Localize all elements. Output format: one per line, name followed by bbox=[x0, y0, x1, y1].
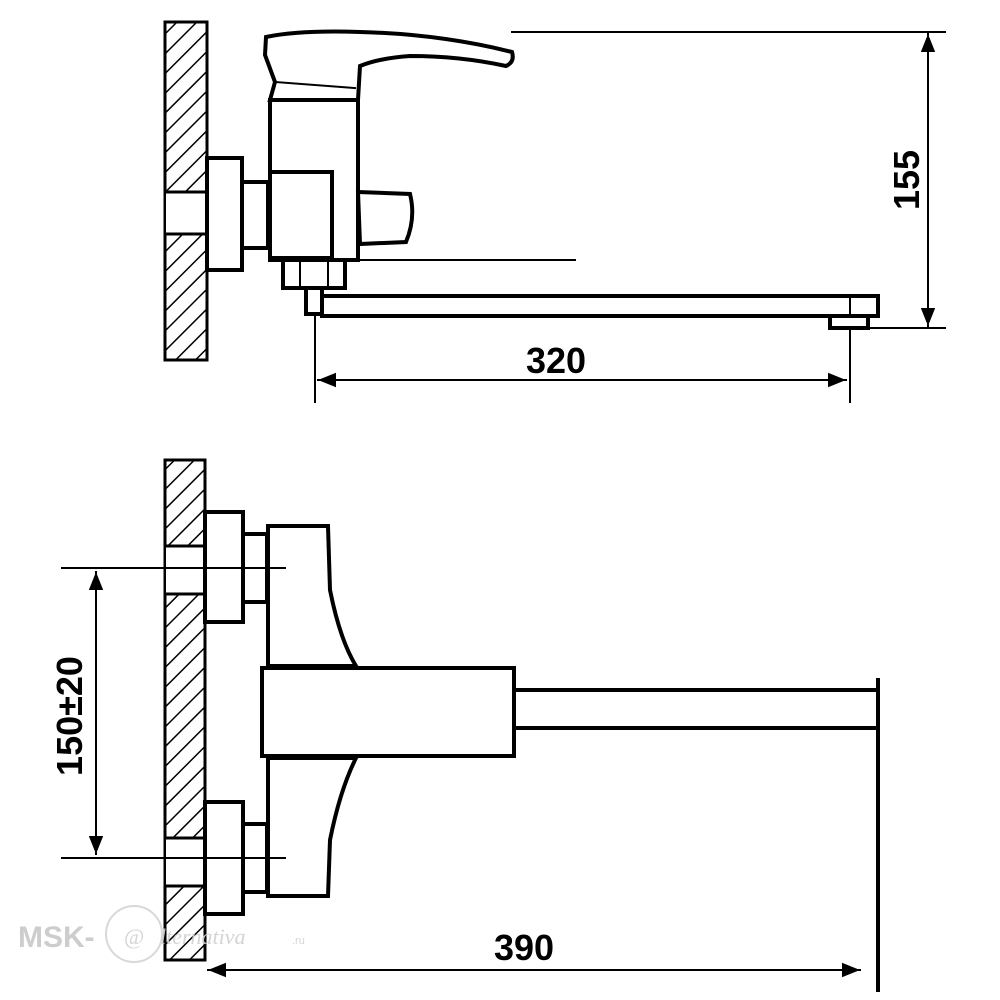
spout-side bbox=[304, 286, 880, 330]
wall-section-top bbox=[163, 20, 209, 362]
spout-height-label: 155 bbox=[886, 150, 927, 210]
lever-handle-side bbox=[262, 29, 515, 102]
inlet-spacing-dimension: 150±20 bbox=[49, 567, 271, 859]
plan-view: 150±20 390 bbox=[49, 458, 880, 992]
spout-reach-dimension: 320 bbox=[314, 313, 851, 403]
spout-height-dimension: 155 bbox=[511, 31, 946, 329]
wall-flange-top bbox=[205, 156, 270, 272]
total-length-label: 390 bbox=[494, 927, 554, 968]
watermark-prefix: MSK- bbox=[18, 921, 95, 954]
spout-plan bbox=[512, 678, 880, 992]
mixer-body-plan bbox=[260, 524, 516, 898]
inlet-spacing-label: 150±20 bbox=[49, 656, 90, 776]
total-length-dimension: 390 bbox=[207, 927, 861, 978]
side-view: 155 320 bbox=[163, 20, 946, 403]
watermark-suffix: lternativa bbox=[160, 924, 246, 949]
spout-reach-label: 320 bbox=[526, 340, 586, 381]
wall-section-bottom bbox=[163, 458, 207, 962]
watermark-logo: MSK- @ lternativa .ru bbox=[18, 905, 305, 963]
watermark-at-sign: @ bbox=[124, 924, 144, 949]
watermark-tld: .ru bbox=[292, 935, 305, 947]
